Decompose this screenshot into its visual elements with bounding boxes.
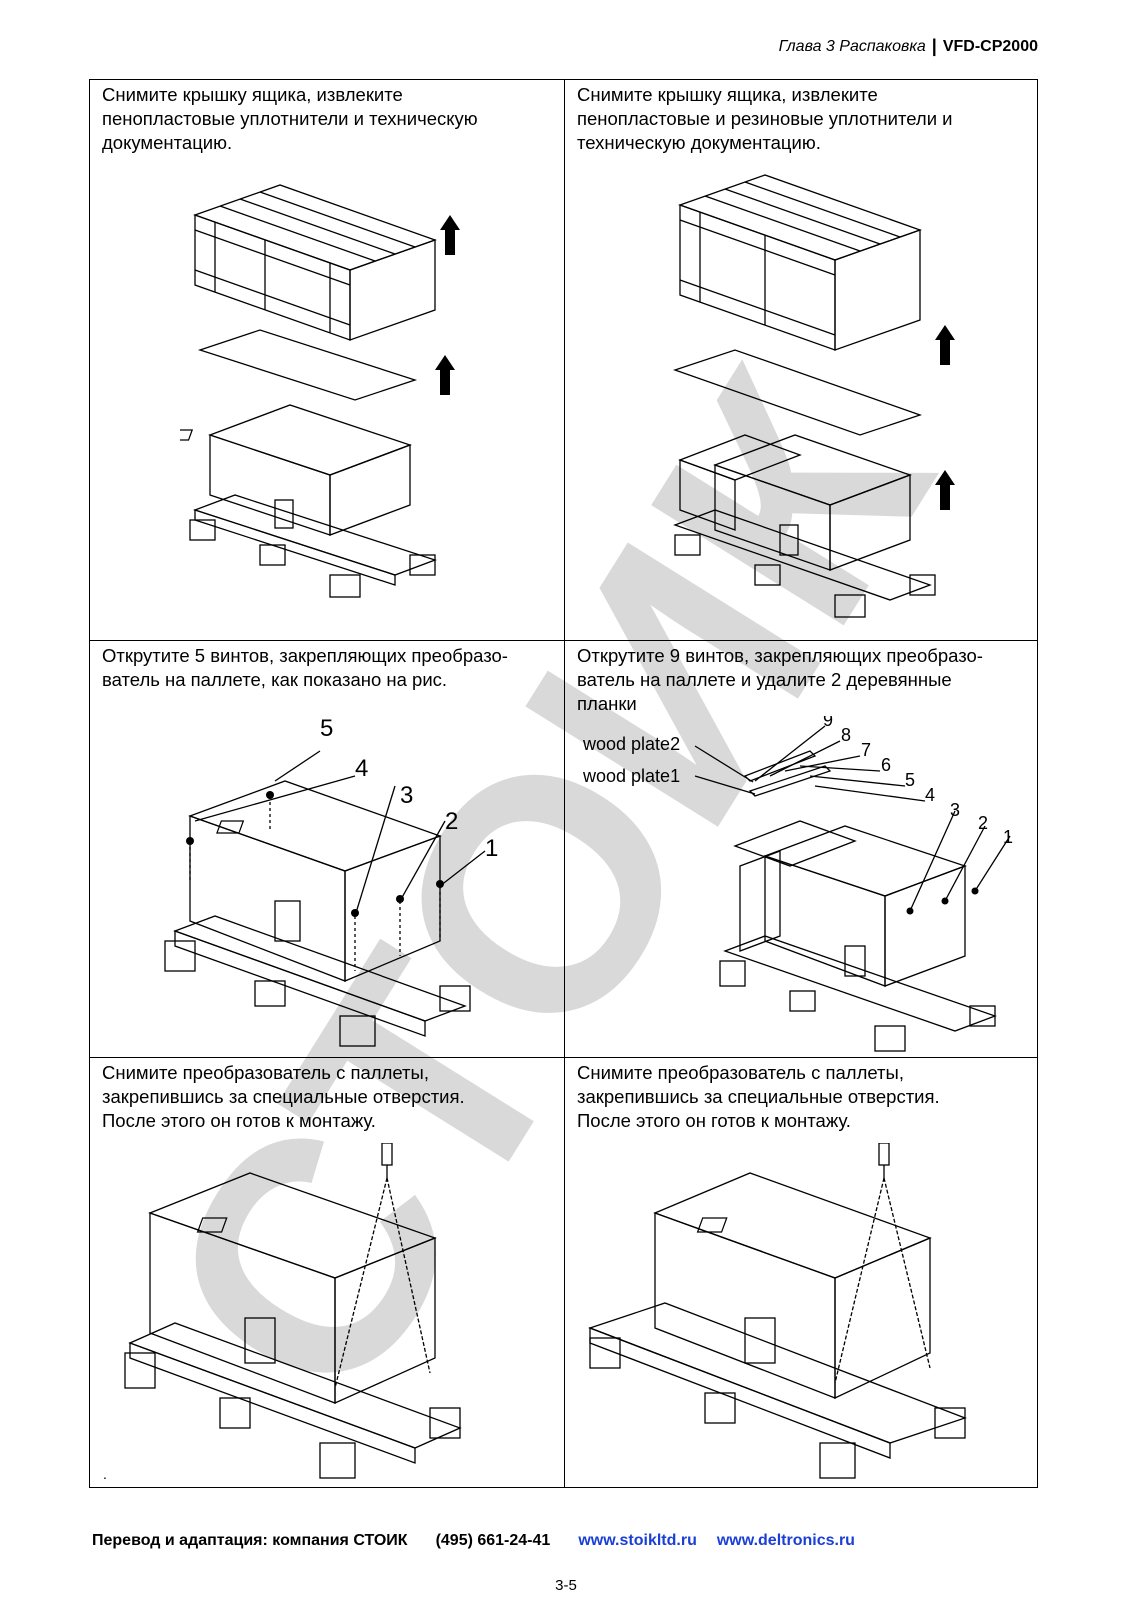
- lifting-illustration: [124, 1143, 462, 1479]
- header-separator: |: [931, 36, 937, 56]
- row-divider-2: [90, 1057, 1037, 1058]
- step-cell-r1-right: Снимите крышку ящика, извлеките пеноплас…: [565, 80, 1039, 640]
- website-link-stoik[interactable]: www.stoikltd.ru: [578, 1532, 697, 1549]
- step-cell-r3-right: Снимите преобразователь с паллеты, закре…: [565, 1058, 1039, 1488]
- callout-7: 7: [861, 740, 871, 760]
- unpacking-table: Снимите крышку ящика, извлеките пеноплас…: [89, 79, 1038, 1488]
- page-number: 3-5: [555, 1577, 577, 1594]
- website-link-deltronics[interactable]: www.deltronics.ru: [716, 1532, 855, 1549]
- callout-9: 9: [823, 716, 833, 730]
- callout-4: 4: [925, 785, 935, 805]
- row-divider-1: [90, 640, 1037, 641]
- screw-and-wood-plate-removal-illustration: 9 8 7 6 5 4 3 2 1 wood plate2 wood plate…: [582, 716, 1013, 1052]
- step-text: Снимите крышку ящика, извлеките пеноплас…: [102, 84, 478, 153]
- step-cell-r1-left: Снимите крышку ящика, извлеките пеноплас…: [90, 80, 564, 640]
- translation-credit: Перевод и адаптация: компания СТОИК: [92, 1532, 408, 1549]
- step-cell-r2-right: Открутите 9 винтов, закрепляющих преобра…: [565, 641, 1039, 1057]
- model-name: VFD-CP2000: [942, 37, 1038, 55]
- callout-8: 8: [841, 725, 851, 745]
- stray-dot: .: [103, 1466, 107, 1482]
- column-divider: [564, 80, 565, 1487]
- chapter-title: Глава 3 Распаковка: [778, 37, 926, 55]
- callout-2: 2: [978, 813, 988, 833]
- wood-plate-2-label: wood plate2: [582, 734, 680, 754]
- page-header: Глава 3 Распаковка | VFD-CP2000: [779, 36, 1038, 57]
- lifting-illustration: [588, 1143, 967, 1479]
- step-cell-r3-left: Снимите преобразователь с паллеты, закре…: [90, 1058, 564, 1488]
- callout-1: 1: [485, 835, 498, 862]
- callout-5: 5: [320, 715, 333, 742]
- step-text: Открутите 9 винтов, закрепляющих преобра…: [577, 645, 983, 714]
- crate-lid-removal-illustration: [180, 184, 460, 598]
- step-text: Снимите крышку ящика, извлеките пеноплас…: [577, 84, 953, 153]
- crate-lid-removal-illustration: [672, 174, 955, 618]
- step-text: Снимите преобразователь с паллеты, закре…: [102, 1062, 465, 1131]
- page-footer: Перевод и адаптация: компания СТОИК (495…: [92, 1532, 855, 1550]
- callout-1: 1: [1003, 827, 1013, 847]
- callout-3: 3: [950, 800, 960, 820]
- step-cell-r2-left: Открутите 5 винтов, закрепляющих преобра…: [90, 641, 564, 1057]
- step-text: Снимите преобразователь с паллеты, закре…: [577, 1062, 940, 1131]
- phone-number: (495) 661-24-41: [435, 1532, 551, 1549]
- callout-2: 2: [445, 808, 458, 835]
- screw-removal-illustration: 5 4 3 2 1: [164, 715, 498, 1047]
- callout-4: 4: [355, 755, 368, 782]
- step-text: Открутите 5 винтов, закрепляющих преобра…: [102, 645, 508, 690]
- callout-6: 6: [881, 755, 891, 775]
- callout-3: 3: [400, 782, 413, 809]
- wood-plate-1-label: wood plate1: [582, 766, 680, 786]
- callout-5: 5: [905, 770, 915, 790]
